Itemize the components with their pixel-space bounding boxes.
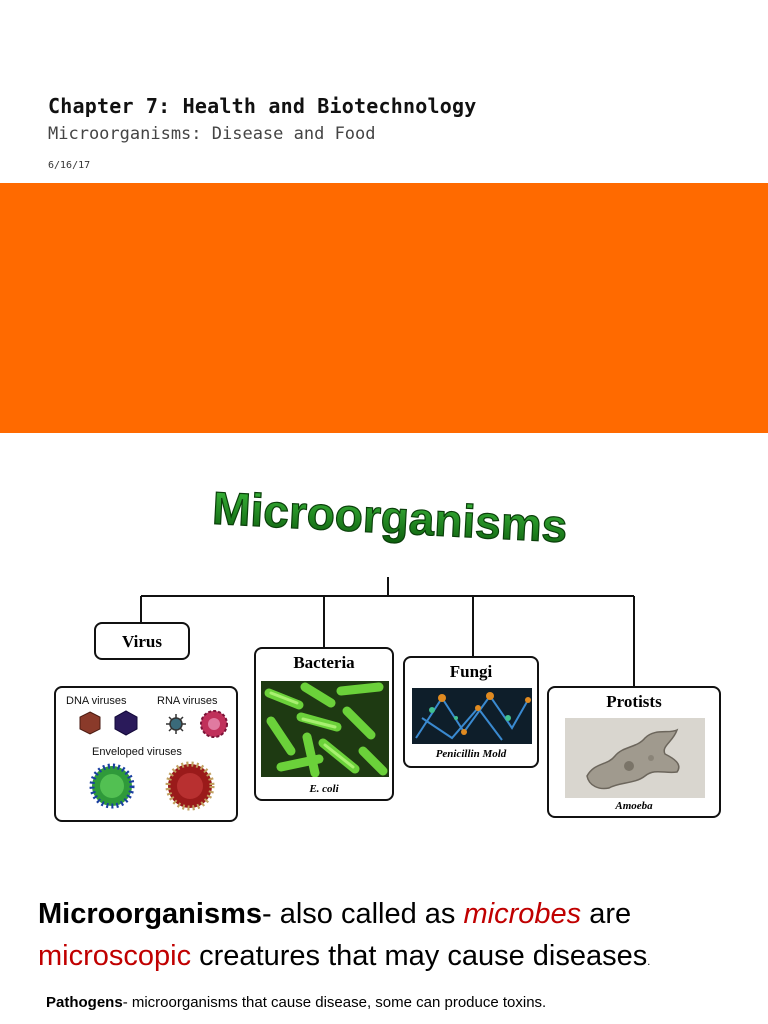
pathogens-definition: Pathogens- microorganisms that cause dis… <box>46 994 546 1011</box>
protists-box: Protists Amoeba <box>547 686 721 818</box>
orange-banner <box>0 183 768 433</box>
protists-label: Protists <box>606 692 662 711</box>
virus-label-box: Virus <box>94 622 190 660</box>
rna-virus-icon <box>166 714 186 734</box>
header: Chapter 7: Health and Biotechnology Micr… <box>48 94 476 171</box>
bacteria-box: Bacteria E. coli <box>254 647 394 801</box>
microscopic-term: microscopic <box>38 940 192 972</box>
pathogens-text: - microorganisms that cause disease, som… <box>122 994 547 1011</box>
fungi-box: Fungi Penicillin Mold <box>403 656 539 768</box>
penicillin-mold-image <box>412 688 532 744</box>
pathogens-term: Pathogens <box>46 994 123 1011</box>
definition-term: Microorganisms <box>38 898 262 930</box>
bacteria-label: Bacteria <box>293 653 355 672</box>
virus-label: Virus <box>122 632 162 651</box>
diagram-graphics: Microorganisms <box>140 481 635 686</box>
rna-viruses-label: RNA viruses <box>157 695 218 707</box>
dna-viruses-label: DNA viruses <box>66 695 127 707</box>
amoeba-image <box>565 718 705 798</box>
diagram-heading: Microorganisms <box>211 482 569 553</box>
ecoli-image <box>261 681 389 777</box>
definition-part-2: are <box>581 898 632 930</box>
microorganisms-diagram: Microorganisms Virus DNA viruses RNA vir… <box>0 440 768 880</box>
microorganisms-definition: Microorganisms- also called as microbes … <box>38 893 758 983</box>
enveloped-viruses-label: Enveloped viruses <box>92 746 182 758</box>
microbes-term: microbes <box>463 898 582 930</box>
definition-part-1: - also called as <box>262 898 464 930</box>
virus-examples-box: DNA viruses RNA viruses Enveloped viruse… <box>54 686 238 822</box>
fungi-caption: Penicillin Mold <box>435 748 507 760</box>
protists-caption: Amoeba <box>615 800 653 812</box>
post-date: 6/16/17 <box>48 160 91 171</box>
tree-connectors <box>140 577 635 686</box>
dna-virus-icon <box>79 711 101 735</box>
bacteria-caption: E. coli <box>309 783 339 795</box>
dna-virus-icon <box>114 710 138 736</box>
definition-end: . <box>647 956 651 968</box>
virus-icons <box>79 710 228 811</box>
definition-part-3: creatures that may cause diseases <box>191 940 648 972</box>
fungi-label: Fungi <box>449 662 493 681</box>
page-subtitle: Microorganisms: Disease and Food <box>48 124 376 144</box>
page-title: Chapter 7: Health and Biotechnology <box>48 94 477 118</box>
